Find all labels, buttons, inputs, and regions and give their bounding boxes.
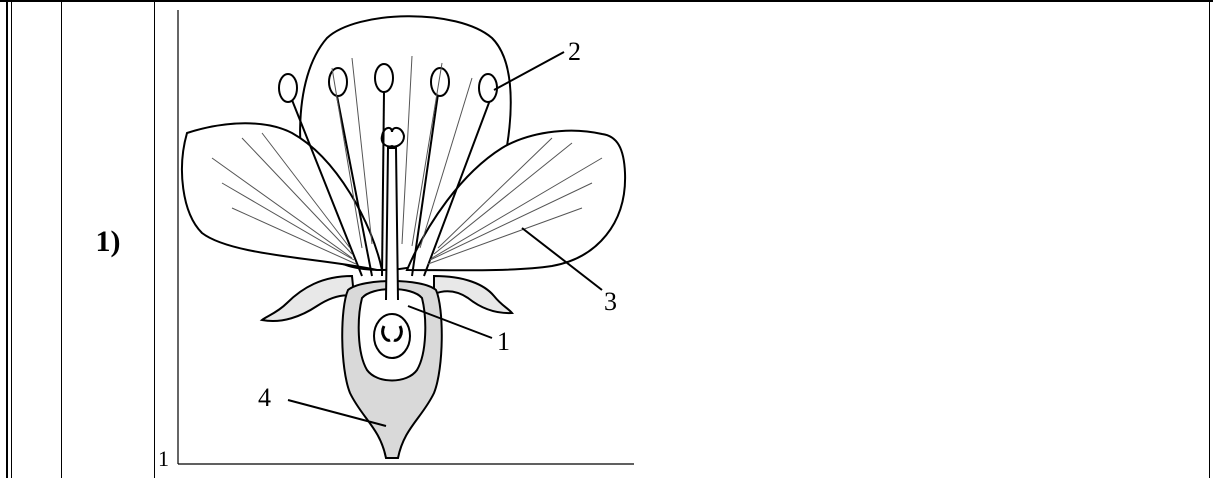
- callout-label-2: 2: [568, 37, 581, 66]
- row-number-cell: 1): [62, 0, 154, 478]
- anther: [375, 64, 393, 92]
- callout-label-1: 1: [497, 327, 510, 356]
- table-top-border: [0, 0, 1213, 2]
- stigma: [382, 128, 404, 147]
- left-sepal: [262, 276, 354, 321]
- table-left-border-inner: [11, 0, 12, 478]
- table-right-border: [1209, 0, 1210, 478]
- table-left-border-outer: [6, 0, 8, 478]
- flower-diagram: 2 3 1 4: [172, 8, 636, 466]
- callout-label-3: 3: [604, 287, 617, 316]
- anther: [329, 68, 347, 96]
- row-number-label: 1): [96, 225, 121, 259]
- pistil-style: [386, 148, 398, 300]
- callout-label-4: 4: [258, 383, 271, 412]
- column-divider-2: [154, 0, 155, 478]
- right-sepal: [434, 276, 512, 313]
- anther: [479, 74, 497, 102]
- image-caption-digit: 1: [158, 448, 169, 470]
- anther: [279, 74, 297, 102]
- ovule-chamber: [374, 314, 410, 358]
